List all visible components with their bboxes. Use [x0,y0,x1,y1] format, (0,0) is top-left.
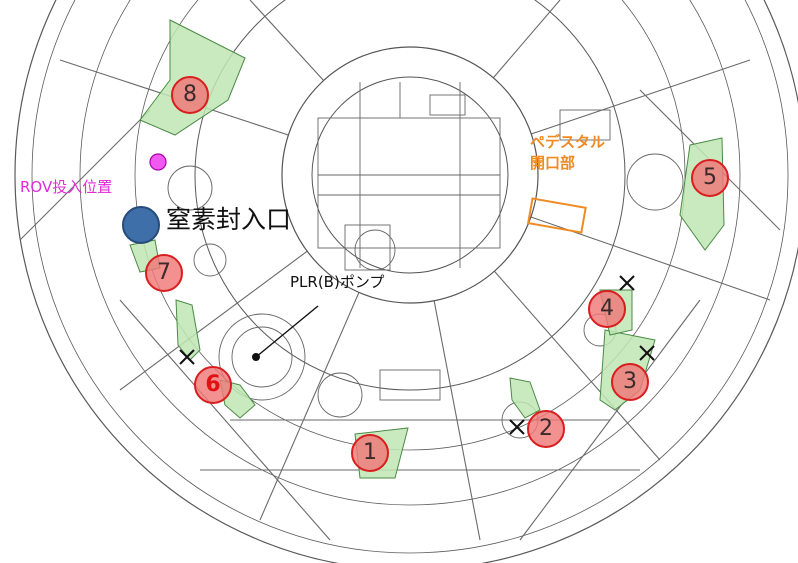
outer-wall [14,0,798,563]
plr-pump-label: PLR(B)ポンプ [290,273,385,291]
pedestal-opening-label-line-2: 開口部 [530,154,576,172]
marker-3: 3 [611,363,649,401]
cross-marks [179,275,655,435]
marker-2: 2 [527,410,565,448]
nitrogen-inlet-label: 窒素封入口 [166,205,292,234]
rov-marker [149,153,167,171]
nitrogen-port-marker [122,206,160,244]
rov-point-label: ROV投入位置 [20,178,113,196]
marker-7: 7 [145,254,183,292]
equipment-outlines [167,109,684,439]
marker-5: 5 [691,159,729,197]
plr-pump-leader [252,305,319,361]
marker-8: 8 [171,76,209,114]
pedestal-opening-label-line-1: ペデスタル [530,133,606,151]
pedestal-opening-outline [526,197,587,234]
marker-4: 4 [588,290,626,328]
marker-6: 6 [194,366,232,404]
pedestal-opening-label: ペデスタル 開口部 [530,132,605,174]
marker-1: 1 [351,434,389,472]
inner-opening [281,46,539,304]
